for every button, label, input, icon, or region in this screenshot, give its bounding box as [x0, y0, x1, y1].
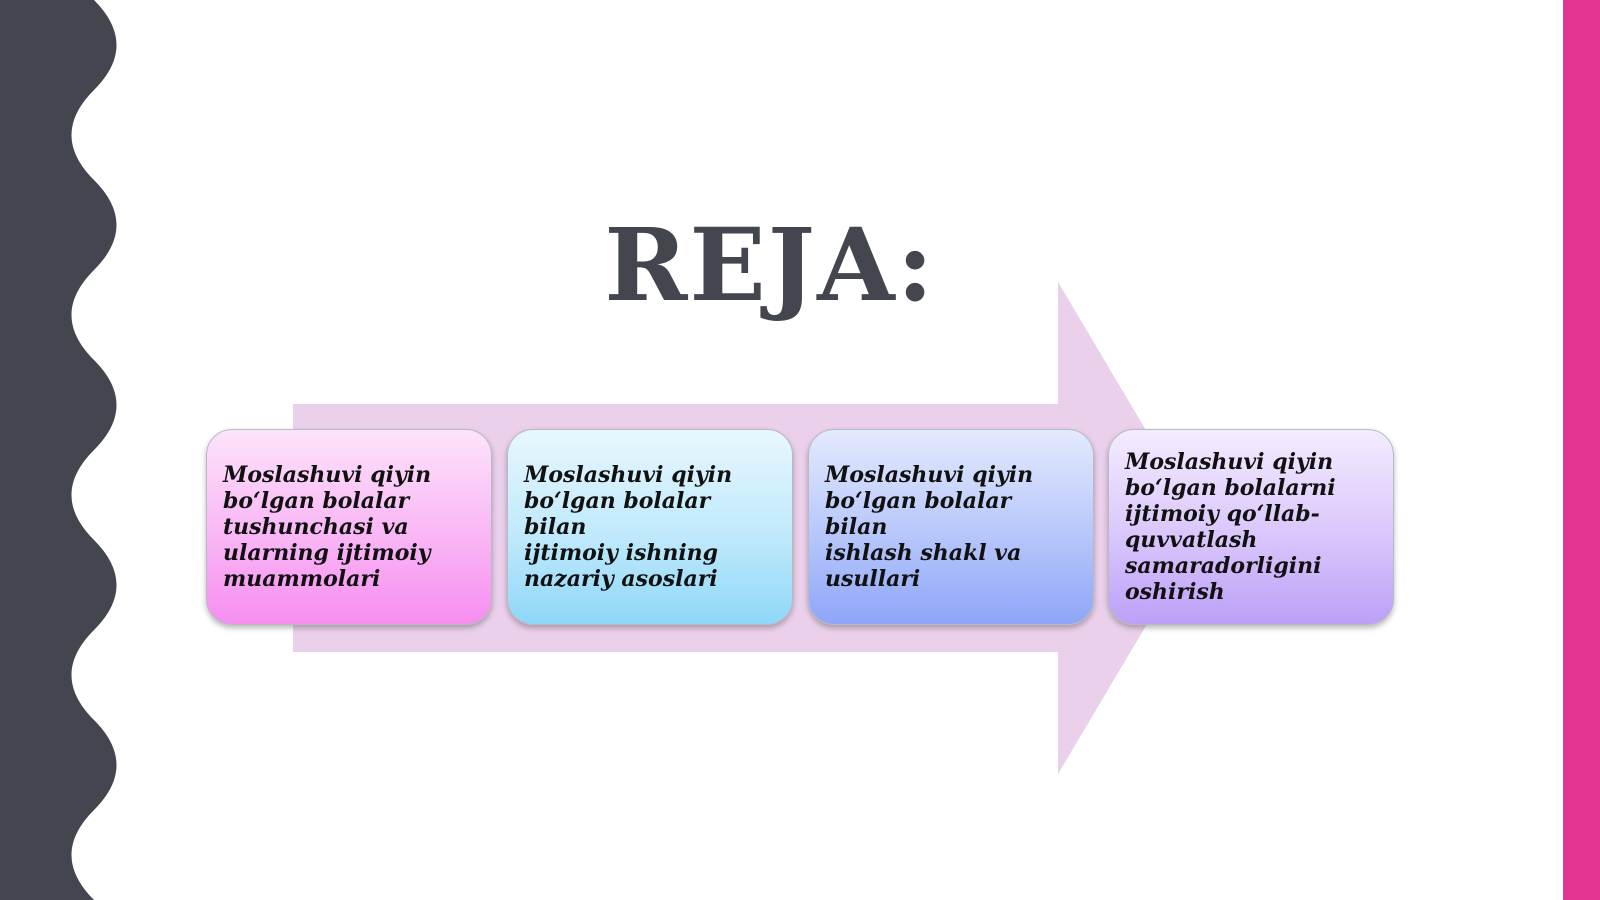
plan-step-4-text: Moslashuvi qiyin boʻlgan bolalarni ijtim…	[1125, 449, 1336, 605]
wave-shape	[0, 0, 117, 900]
plan-step-3-text: Moslashuvi qiyin boʻlgan bolalar bilan i…	[825, 462, 1034, 592]
plan-step-3: Moslashuvi qiyin boʻlgan bolalar bilan i…	[808, 429, 1094, 625]
plan-step-1-text: Moslashuvi qiyin boʻlgan bolalar tushunc…	[223, 462, 432, 592]
plan-step-2-text: Moslashuvi qiyin boʻlgan bolalar bilan i…	[524, 462, 733, 592]
slide-title: REJA:	[604, 206, 936, 324]
plan-step-4: Moslashuvi qiyin boʻlgan bolalarni ijtim…	[1108, 429, 1394, 625]
accent-side-bar	[1563, 0, 1600, 900]
plan-step-2: Moslashuvi qiyin boʻlgan bolalar bilan i…	[507, 429, 793, 625]
plan-step-1: Moslashuvi qiyin boʻlgan bolalar tushunc…	[206, 429, 492, 625]
wavy-side-band	[0, 0, 117, 900]
